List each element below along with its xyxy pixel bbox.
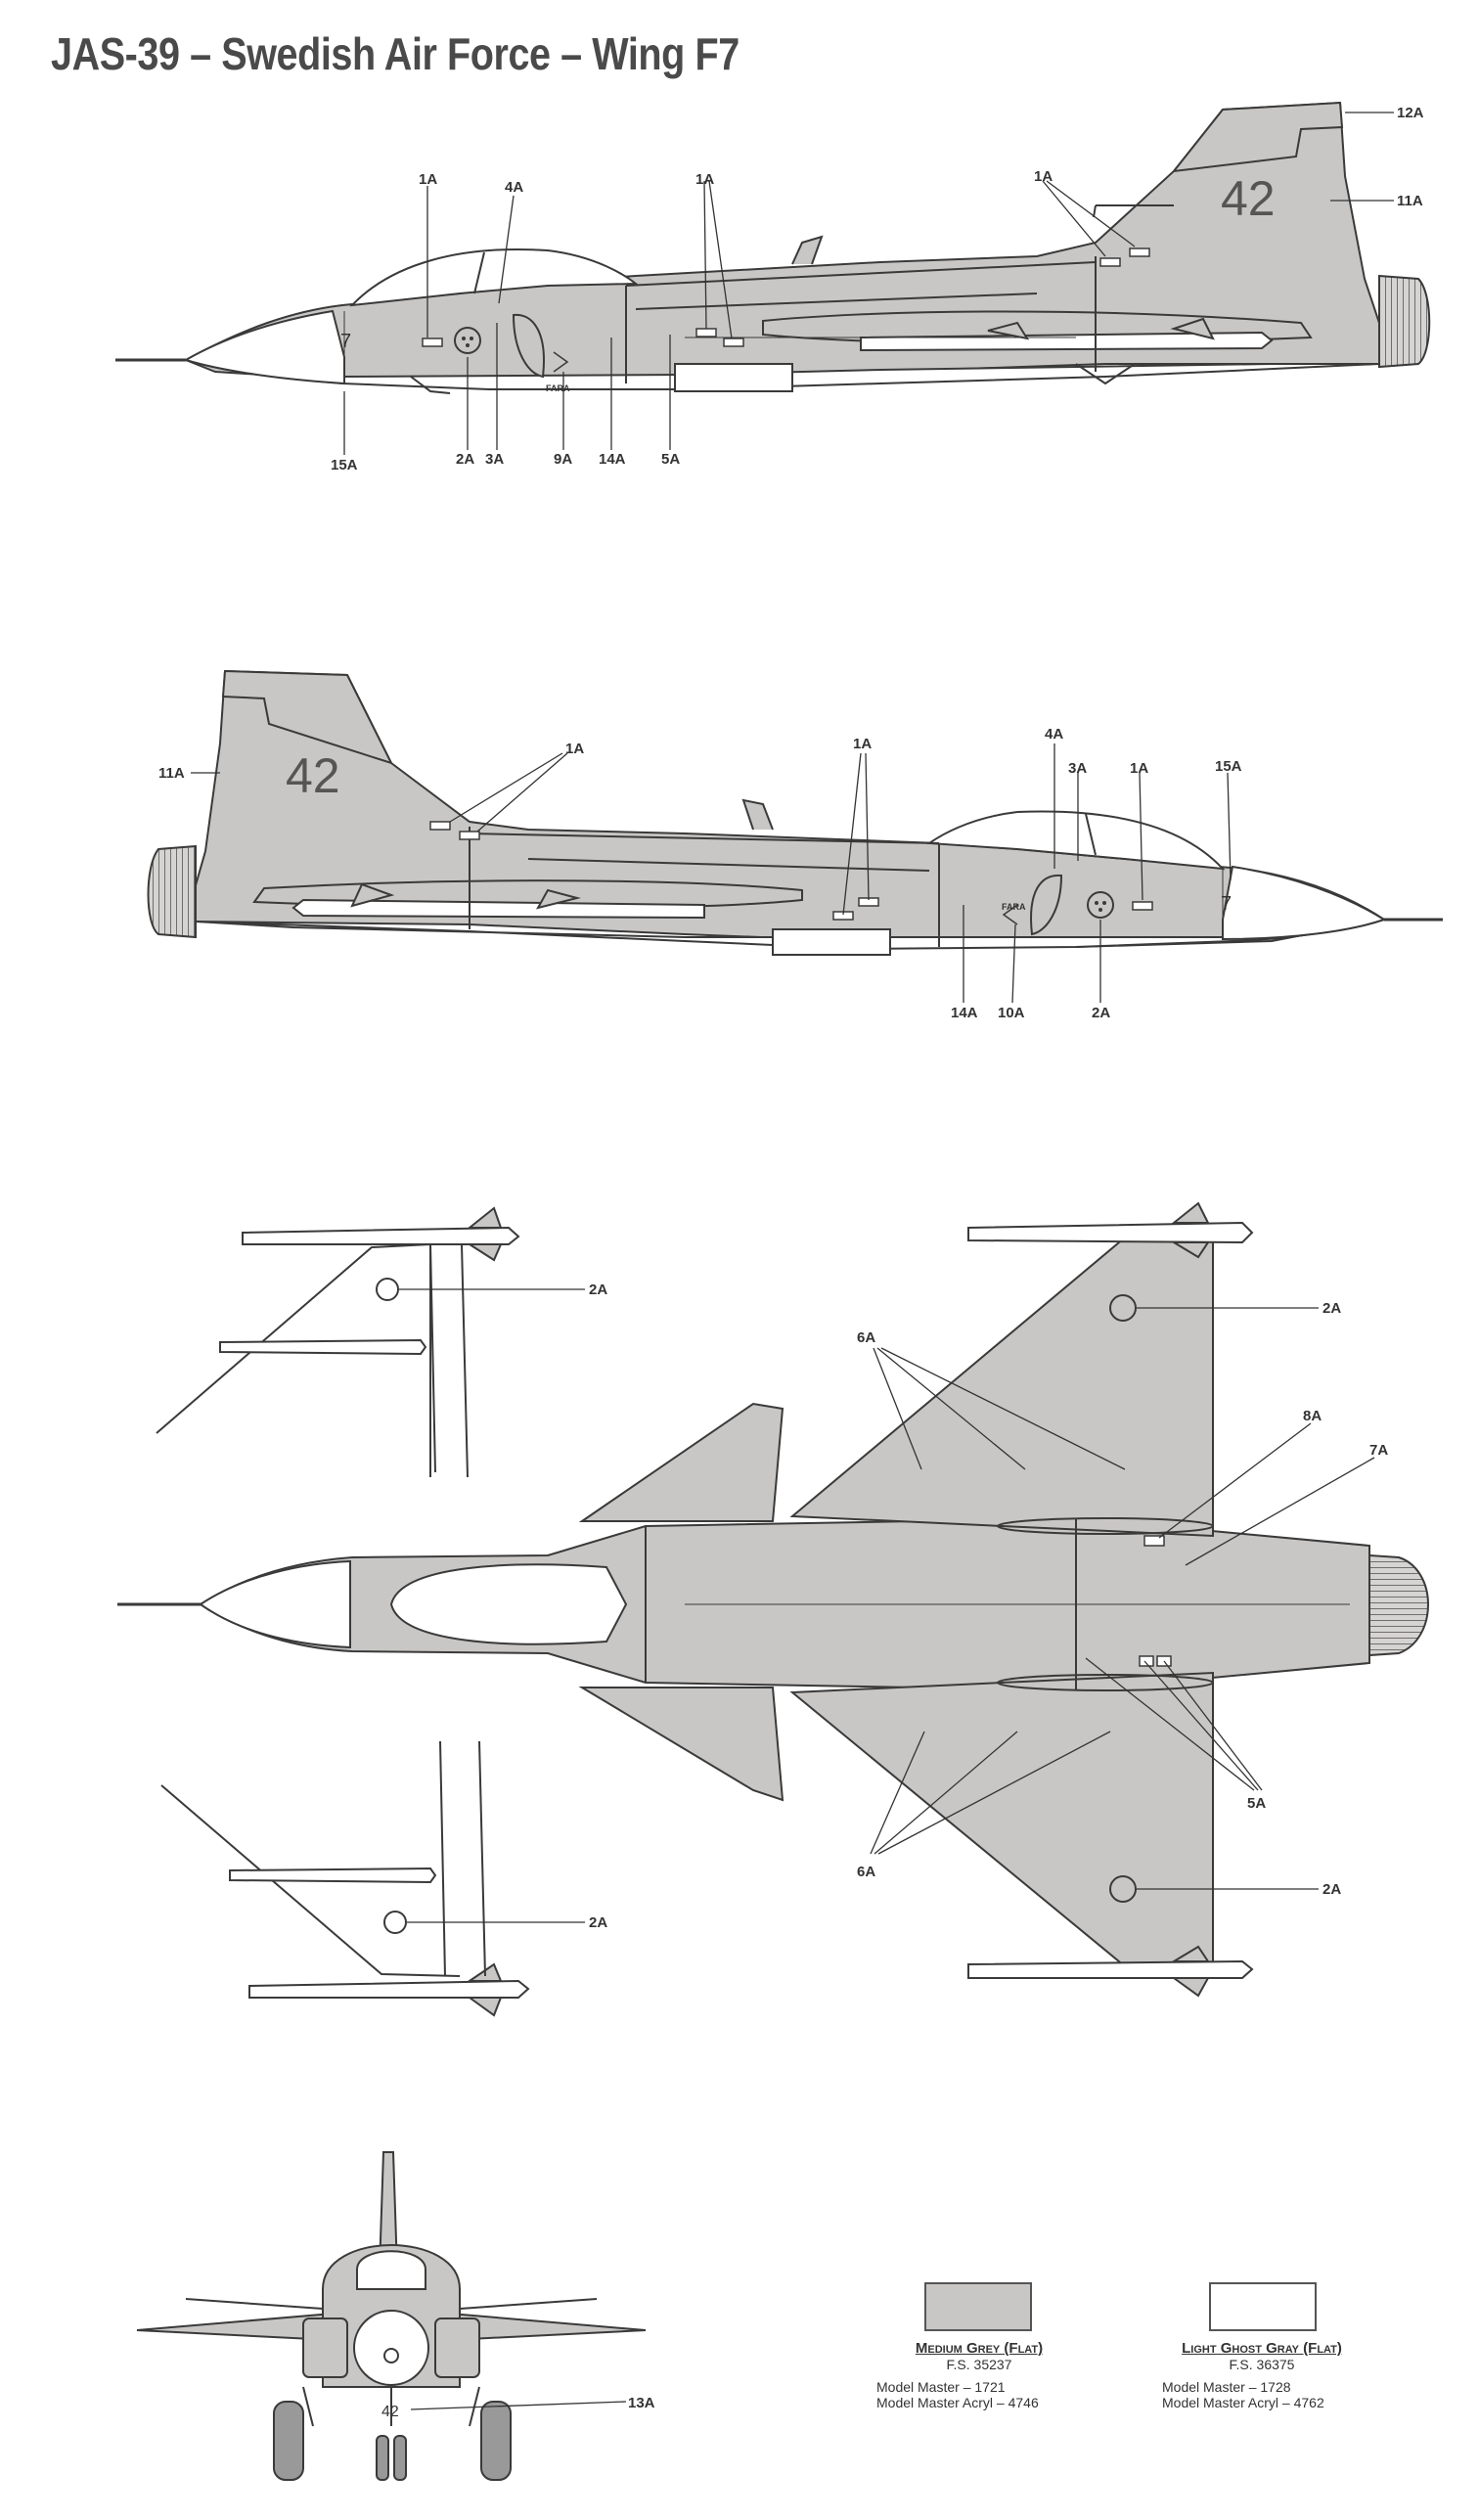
callout-2a-4: 2A (589, 1914, 607, 1931)
plan-canopy (389, 1563, 628, 1645)
callout-15a-1: 15A (331, 457, 358, 473)
callout-2a-6: 2A (1322, 1881, 1341, 1898)
vertical-fin-right (221, 669, 393, 765)
tail-number-left: 42 (1221, 171, 1276, 226)
leader-lines-second (191, 743, 1232, 1004)
callout-2a-2: 2A (1092, 1005, 1110, 1021)
exhaust-nozzle (1378, 274, 1431, 369)
callout-4a-1: 4A (505, 179, 523, 196)
callout-1a-5: 1A (853, 736, 872, 752)
callout-15a-2: 15A (1215, 758, 1242, 775)
callout-12a: 12A (1397, 105, 1424, 121)
callout-13a: 13A (628, 2395, 655, 2411)
plan-nose (199, 1559, 351, 1649)
warning-text-left: FARA (546, 383, 570, 393)
legend-name-2: Light Ghost Gray (Flat) (1182, 2340, 1342, 2357)
callout-7a: 7A (1369, 1442, 1388, 1459)
nose-cone (183, 309, 345, 385)
roundel (454, 327, 481, 354)
plan-canard-lower (578, 1687, 784, 1802)
callout-2a-1: 2A (456, 451, 474, 468)
nose-number-left: 7 (340, 331, 351, 352)
callout-6a-1: 6A (857, 1329, 875, 1346)
callout-14a-2: 14A (951, 1005, 978, 1021)
legend-mma-1: Model Master Acryl – 4746 (876, 2395, 1039, 2410)
dorsal-antenna-right (741, 798, 774, 831)
nose-number-right: 7 (1221, 893, 1232, 915)
sheet-title: JAS-39 – Swedish Air Force – Wing F7 (51, 28, 740, 79)
vertical-fin (1171, 101, 1344, 173)
plan-missile-lower (967, 1959, 1254, 1979)
callout-3a-1: 3A (485, 451, 504, 468)
callout-4a-2: 4A (1045, 726, 1063, 742)
canopy-right (926, 810, 1226, 871)
tail-number-right: 42 (286, 748, 340, 803)
nose-cone-right (1222, 865, 1387, 941)
callout-9a: 9A (554, 451, 572, 468)
warning-text-right: FARA (1002, 902, 1026, 912)
plan-exhaust (1368, 1553, 1429, 1657)
plan-wing-lower (789, 1671, 1214, 1978)
legend-name-1: Medium Grey (Flat) (915, 2340, 1044, 2357)
plan-missile-upper (967, 1221, 1254, 1244)
front-intake-right (434, 2318, 480, 2378)
front-intake-left (302, 2318, 348, 2378)
callout-1a-2: 1A (695, 171, 714, 188)
front-wheel-left (273, 2401, 304, 2481)
front-fin (379, 2151, 398, 2271)
plan-wing-upper (789, 1226, 1214, 1538)
legend-medium-grey: Medium Grey (Flat) F.S. 35237 (876, 2340, 1082, 2372)
swatch-light-ghost-gray (1209, 2282, 1317, 2331)
legend-mm-1: Model Master – 1721 (876, 2379, 1006, 2395)
exhaust-nozzle-right (147, 844, 197, 939)
swatch-medium-grey (924, 2282, 1032, 2331)
dorsal-antenna (791, 235, 824, 265)
legend-mm-medium-grey: Model Master – 1721 Model Master Acryl –… (876, 2379, 1039, 2410)
callout-11a-1: 11A (1397, 193, 1423, 209)
callout-5a-2: 5A (1247, 1795, 1266, 1812)
legend-light-ghost-gray: Light Ghost Gray (Flat) F.S. 36375 (1152, 2340, 1371, 2372)
wing-detail-lower (160, 1740, 530, 2017)
callout-1a-4: 1A (565, 741, 584, 757)
plan-view (117, 1201, 1429, 1998)
front-canopy (356, 2250, 426, 2290)
legend-fs-1: F.S. 35237 (946, 2357, 1012, 2372)
callout-10a: 10A (998, 1005, 1025, 1021)
callout-14a-1: 14A (599, 451, 626, 468)
plan-canard-upper (578, 1402, 784, 1522)
callout-1a-1: 1A (419, 171, 437, 188)
leader-lines-top (343, 112, 1394, 455)
callout-2a-3: 2A (589, 1282, 607, 1298)
callout-8a: 8A (1303, 1408, 1322, 1424)
roundel-right (1087, 891, 1114, 919)
right-side-profile (147, 669, 1443, 956)
front-view (136, 2151, 647, 2481)
air-intake (512, 313, 545, 379)
canopy (349, 248, 639, 307)
left-side-profile (115, 101, 1431, 394)
front-number: 42 (381, 2404, 399, 2420)
leader-lines-plan (399, 1288, 1375, 1923)
air-intake-right (1030, 874, 1063, 936)
front-wheel-right (480, 2401, 512, 2481)
legend-mm-2: Model Master – 1728 (1162, 2379, 1291, 2395)
callout-2a-5: 2A (1322, 1300, 1341, 1317)
legend-mm-light-ghost-gray: Model Master – 1728 Model Master Acryl –… (1162, 2379, 1324, 2410)
legend-mma-2: Model Master Acryl – 4762 (1162, 2395, 1324, 2410)
legend-fs-2: F.S. 36375 (1229, 2357, 1295, 2372)
callout-5a-1: 5A (661, 451, 680, 468)
callout-11a-2: 11A (158, 765, 185, 782)
callout-6a-2: 6A (857, 1864, 875, 1880)
wing-detail-upper (156, 1206, 520, 1478)
callout-1a-3: 1A (1034, 168, 1053, 185)
callout-3a-2: 3A (1068, 760, 1087, 777)
callout-1a-6: 1A (1130, 760, 1148, 777)
